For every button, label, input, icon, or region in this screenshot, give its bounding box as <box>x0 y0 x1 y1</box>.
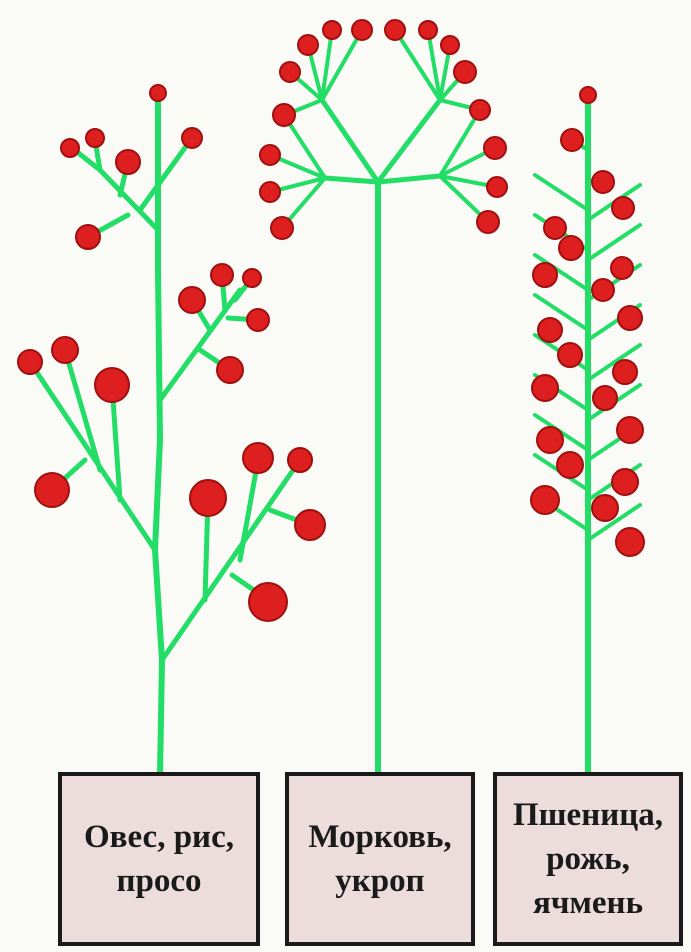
panicle-flower <box>179 287 205 313</box>
panicle-stem <box>158 270 160 440</box>
panicle-flower <box>150 85 166 101</box>
panicle-flower <box>52 337 78 363</box>
panicle-flower <box>76 225 100 249</box>
panicle-stem <box>160 660 162 775</box>
umbel-ray <box>325 178 378 182</box>
umbel-flower <box>280 62 300 82</box>
panicle-flower <box>249 583 287 621</box>
umbel-flower <box>477 211 499 233</box>
umbel-label-line-1: Морковь, <box>308 815 451 859</box>
spike-flower <box>613 360 637 384</box>
spike-flower <box>544 217 566 239</box>
panicle-flower <box>288 448 312 472</box>
panicle-flower <box>243 443 273 473</box>
umbel-flower <box>487 177 507 197</box>
umbel-flower <box>260 145 280 165</box>
spike-flower <box>559 236 583 260</box>
panicle-flower <box>18 350 42 374</box>
spike-flower <box>592 279 614 301</box>
spike-flower <box>532 375 558 401</box>
panicle-flower <box>217 357 243 383</box>
spike-flower <box>612 197 634 219</box>
panicle-flower <box>86 129 104 147</box>
panicle-branch <box>65 350 100 470</box>
panicle-flower <box>190 480 226 516</box>
spike-branch <box>588 225 640 260</box>
panicle-flower <box>247 309 269 331</box>
umbel-flower <box>385 20 405 40</box>
spike-flower <box>533 263 557 287</box>
spike-label-line-2: рожь, <box>546 837 630 881</box>
umbel-ray <box>378 176 440 182</box>
umbel-flower <box>271 217 293 239</box>
spike-flower <box>592 171 614 193</box>
spike-flower <box>616 528 644 556</box>
spike-flower <box>537 427 563 453</box>
umbel-flower <box>484 137 506 159</box>
umbel-flower <box>273 104 295 126</box>
spike-flower <box>531 486 559 514</box>
spike-flower <box>612 469 638 495</box>
umbel-flower <box>352 20 372 40</box>
spike-flower <box>557 452 583 478</box>
umbel-label-line-2: укроп <box>335 859 424 903</box>
spike-flower <box>617 417 643 443</box>
umbel-ray <box>322 100 378 182</box>
spike-flower <box>538 318 562 342</box>
panicle-label-box: Овес, рис, просо <box>58 772 260 946</box>
panicle-flower <box>35 473 69 507</box>
panicle-label-line-1: Овес, рис, <box>84 815 234 859</box>
panicle-branch <box>240 460 258 560</box>
umbel-flower <box>441 36 459 54</box>
umbel-flower <box>298 35 318 55</box>
spike-branch <box>535 175 588 210</box>
umbel-ray <box>378 100 440 182</box>
panicle-flower <box>243 269 261 287</box>
umbel-flower <box>260 182 280 202</box>
spike-flower <box>611 257 633 279</box>
panicle-flower <box>295 510 325 540</box>
panicle-flower <box>182 128 202 148</box>
umbel-label-box: Морковь, укроп <box>285 772 475 946</box>
panicle-label-line-2: просо <box>116 859 201 903</box>
spike-flower <box>618 306 642 330</box>
panicle-flower <box>211 264 233 286</box>
umbel-flower <box>419 21 437 39</box>
panicle-stem <box>155 440 160 550</box>
spike-flower <box>580 87 596 103</box>
panicle-flower <box>95 368 129 402</box>
spike-flower <box>558 343 582 367</box>
spike-label-box: Пшеница, рожь, ячмень <box>493 772 683 946</box>
spike-label-line-3: ячмень <box>533 881 643 925</box>
panicle-branch <box>162 460 300 660</box>
panicle-branch <box>140 138 192 210</box>
umbel-flower <box>454 61 476 83</box>
panicle-stem <box>155 550 162 660</box>
spike-label-line-1: Пшеница, <box>513 793 663 837</box>
stems-layer <box>30 30 640 775</box>
panicle-flower <box>61 139 79 157</box>
panicle-branch <box>30 362 155 550</box>
panicle-flower <box>116 150 140 174</box>
umbel-flower <box>470 100 490 120</box>
spike-flower <box>593 386 617 410</box>
spike-flower <box>592 495 618 521</box>
spike-flower <box>561 129 583 151</box>
umbel-flower <box>323 21 341 39</box>
